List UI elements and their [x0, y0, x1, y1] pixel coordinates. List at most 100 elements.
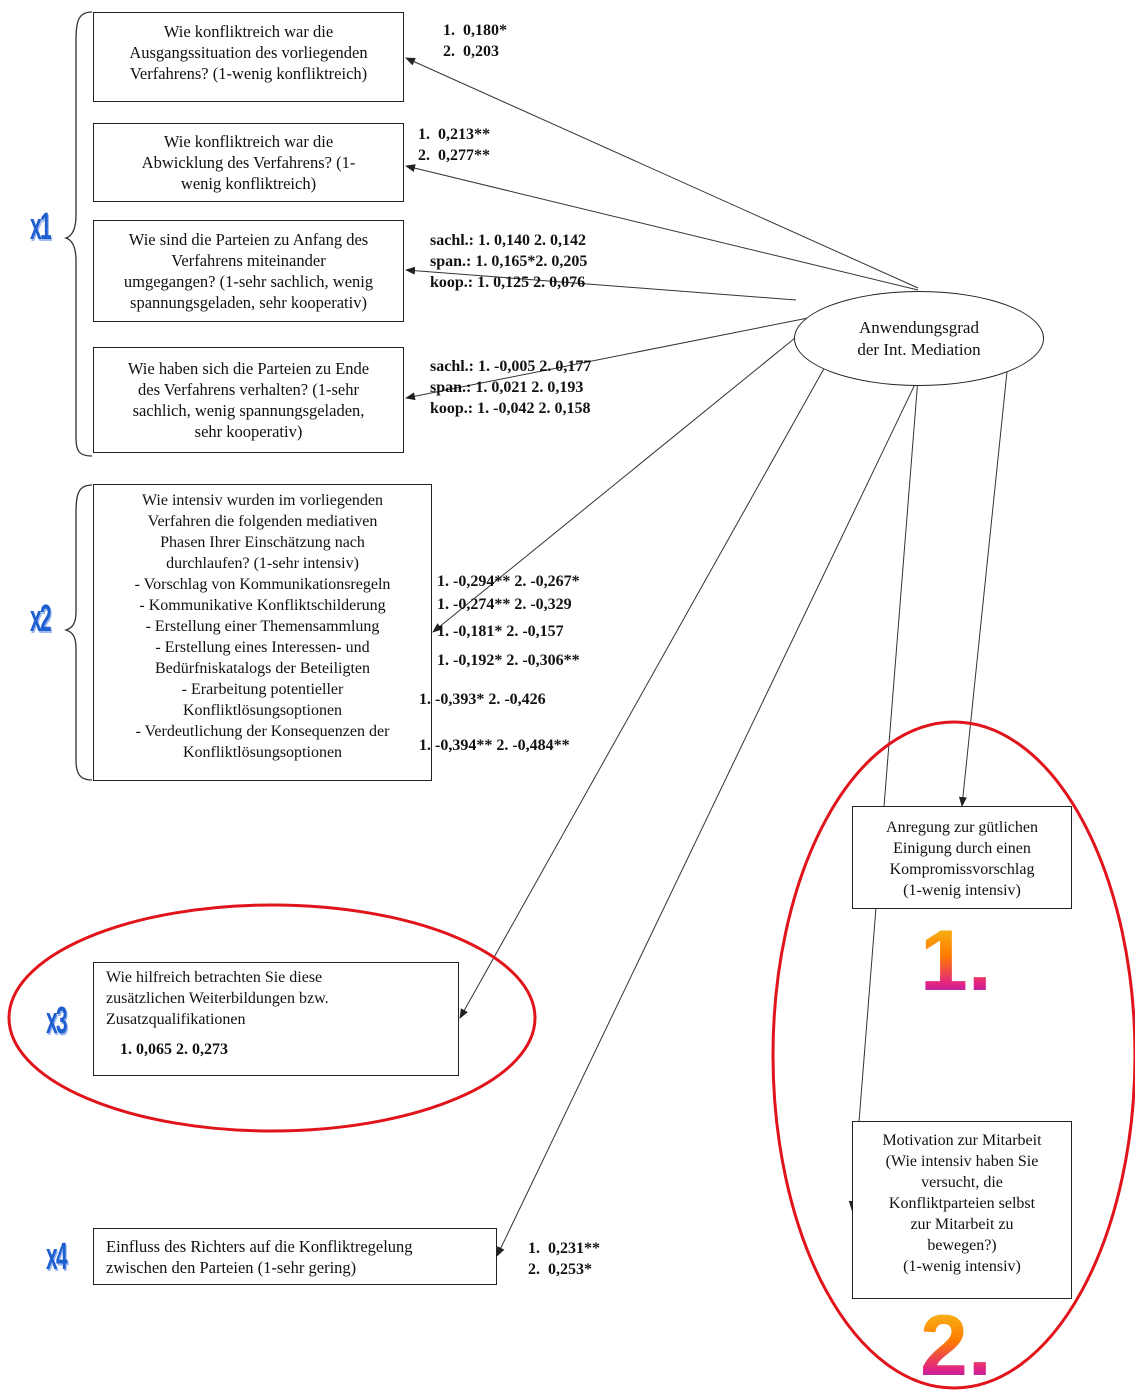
box-text-line: Wie hilfreich betrachten Sie diese — [106, 969, 323, 986]
box-text-line: Wie haben sich die Parteien zu Ende — [127, 359, 370, 378]
box-text-line: - Erstellung einer Themensammlung — [145, 618, 380, 635]
x1-item-2-stats: 1. 0,213** 2. 0,277** — [418, 124, 490, 166]
box-text-line: Konfliktlösungsoptionen — [182, 744, 343, 761]
arrow-to-outcome-1 — [958, 361, 1009, 807]
x2-brace — [63, 484, 93, 781]
stat-line: sachl.: 1. 0,140 2. 0,142 — [430, 232, 586, 249]
arrow-to-x1-item-1 — [405, 57, 919, 289]
stat-line: koop.: 1. -0,042 2. 0,158 — [430, 400, 591, 417]
stat-line: 1. 0,213** — [418, 126, 490, 143]
x1-item-1-box: Wie konfliktreich war die Ausgangssituat… — [93, 12, 404, 102]
x4-label: x4 — [46, 1236, 68, 1278]
x2-label: x2 — [30, 598, 52, 640]
box-text-line: Abwicklung des Verfahrens? (1- — [141, 153, 356, 172]
center-node-ellipse: Anwendungsgrad der Int. Mediation — [794, 291, 1044, 386]
x2-stat-6: 1. -0,394** 2. -0,484** — [419, 737, 570, 754]
box-text-line: sachlich, wenig spannungsgeladen, — [132, 401, 365, 420]
box-text-line: zur Mitarbeit zu — [910, 1216, 1014, 1233]
outcome-1-rank: 1. — [920, 918, 992, 1004]
arrow-to-x1-item-4 — [405, 317, 809, 401]
stat-line: span.: 1. 0,021 2. 0,193 — [430, 379, 584, 396]
box-text-line: Verfahren die folgenden mediativen — [147, 513, 378, 530]
x3-highlight-ellipse — [7, 903, 537, 1133]
box-text-line: - Verdeutlichung der Konsequenzen der — [135, 723, 390, 740]
arrow-to-outcome-2 — [848, 377, 919, 1211]
box-text-line: Konfliktparteien selbst — [888, 1195, 1036, 1212]
box-text-line: (1-wenig intensiv) — [903, 882, 1021, 899]
box-text-line: bewegen?) — [927, 1237, 997, 1254]
stat-line: 2. 0,203 — [443, 43, 499, 60]
box-text-line: - Erstellung eines Interessen- und — [155, 639, 370, 656]
x2-stat-2: 1. -0,274** 2. -0,329 — [437, 596, 572, 613]
arrow-to-x1-item-2 — [405, 164, 919, 291]
x1-item-2-box: Wie konfliktreich war die Abwicklung des… — [93, 123, 404, 202]
x2-stat-5: 1. -0,393* 2. -0,426 — [419, 691, 546, 708]
center-node-line: der Int. Mediation — [857, 339, 981, 359]
stat-line: 2. 0,253* — [528, 1261, 592, 1278]
box-text-line: Wie konfliktreich war die — [163, 22, 334, 41]
stat-line: sachl.: 1. -0,005 2. 0,177 — [430, 358, 592, 375]
x2-item-box: Wie intensiv wurden im vorliegenden Verf… — [93, 484, 432, 781]
box-text-line: Wie intensiv wurden im vorliegenden — [141, 492, 384, 509]
box-text-line: Bedürfniskatalogs der Beteiligten — [154, 660, 371, 677]
x1-label: x1 — [30, 206, 52, 248]
center-node-line: Anwendungsgrad — [859, 317, 979, 337]
stat-line: 1. 0,180* — [443, 22, 507, 39]
box-text-line: - Vorschlag von Kommunikationsregeln — [134, 576, 391, 593]
stat-line: koop.: 1. 0,125 2. 0,076 — [430, 274, 586, 291]
box-text-line: Phasen Ihrer Einschätzung nach — [160, 534, 365, 551]
box-text-line: versucht, die — [921, 1174, 1003, 1191]
x1-item-1-stats: 1. 0,180* 2. 0,203 — [443, 20, 507, 62]
rank-text: 2. — [920, 1298, 992, 1394]
box-text-line: spannungsgeladen, sehr kooperativ) — [130, 293, 367, 312]
box-text-line: (1-wenig intensiv) — [903, 1258, 1021, 1275]
arrow-to-x3-item — [459, 364, 827, 1019]
box-text-line: des Verfahrens verhalten? (1-sehr — [138, 380, 359, 399]
x1-item-4-box: Wie haben sich die Parteien zu Ende des … — [93, 347, 404, 453]
box-text-line: - Erarbeitung potentieller — [181, 681, 344, 698]
box-text-line: zwischen den Parteien (1-sehr gering) — [106, 1258, 357, 1277]
box-text-line: - Kommunikative Konfliktschilderung — [139, 597, 386, 614]
box-text-line: Anregung zur gütlichen — [886, 819, 1038, 836]
arrow-to-x2-item — [432, 337, 796, 633]
stat-line: 2. 0,277** — [418, 147, 490, 164]
x1-item-3-box: Wie sind die Parteien zu Anfang des Verf… — [93, 220, 404, 322]
arrow-to-x4-item — [496, 377, 919, 1257]
x3-item-stats: 1. 0,065 2. 0,273 — [120, 1041, 228, 1058]
box-text-line: durchlaufen? (1-sehr intensiv) — [166, 555, 359, 572]
x1-item-3-stats: sachl.: 1. 0,140 2. 0,142 span.: 1. 0,165… — [430, 230, 587, 293]
x1-item-4-stats: sachl.: 1. -0,005 2. 0,177 span.: 1. 0,02… — [430, 356, 591, 419]
stat-line: 1. 0,231** — [528, 1240, 600, 1257]
rank-text: 1. — [920, 913, 992, 1009]
stat-line: span.: 1. 0,165*2. 0,205 — [430, 253, 588, 270]
outcome-2-box: Motivation zur Mitarbeit (Wie intensiv h… — [852, 1121, 1072, 1299]
x1-brace — [63, 11, 93, 457]
x2-stat-3: 1. -0,181* 2. -0,157 — [437, 623, 564, 640]
box-text-line: Konfliktlösungsoptionen — [182, 702, 343, 719]
outcomes-highlight-ellipse — [771, 720, 1135, 1390]
box-text-line: umgegangen? (1-sehr sachlich, wenig — [123, 272, 374, 291]
box-text-line: Zusatzqualifikationen — [106, 1011, 246, 1028]
x2-stat-1: 1. -0,294** 2. -0,267* — [437, 573, 580, 590]
box-text-line: Einfluss des Richters auf die Konfliktre… — [106, 1237, 413, 1256]
box-text-line: Verfahrens? (1-wenig konfliktreich) — [129, 64, 368, 83]
box-text-line: Motivation zur Mitarbeit — [882, 1132, 1042, 1149]
arrow-to-x1-item-3 — [405, 266, 797, 301]
box-text-line: Ausgangssituation des vorliegenden — [129, 43, 368, 62]
outcome-1-box: Anregung zur gütlichen Einigung durch ei… — [852, 806, 1072, 909]
x3-label: x3 — [46, 1000, 68, 1042]
box-text-line: sehr kooperativ) — [194, 422, 303, 441]
box-text-line: (Wie intensiv haben Sie — [885, 1153, 1039, 1170]
box-text-line: wenig konfliktreich) — [180, 174, 317, 193]
x3-item-box: Wie hilfreich betrachten Sie diese zusät… — [93, 962, 459, 1076]
box-text-line: Kompromissvorschlag — [889, 861, 1035, 878]
box-text-line: Einigung durch einen — [893, 840, 1031, 857]
outcome-2-rank: 2. — [920, 1303, 992, 1389]
x2-stat-4: 1. -0,192* 2. -0,306** — [437, 652, 580, 669]
x4-item-stats: 1. 0,231** 2. 0,253* — [528, 1238, 600, 1280]
x4-item-box: Einfluss des Richters auf die Konfliktre… — [93, 1228, 497, 1285]
box-text-line: Verfahrens miteinander — [171, 251, 326, 270]
box-text-line: Wie sind die Parteien zu Anfang des — [128, 230, 369, 249]
box-text-line: Wie konfliktreich war die — [163, 132, 334, 151]
